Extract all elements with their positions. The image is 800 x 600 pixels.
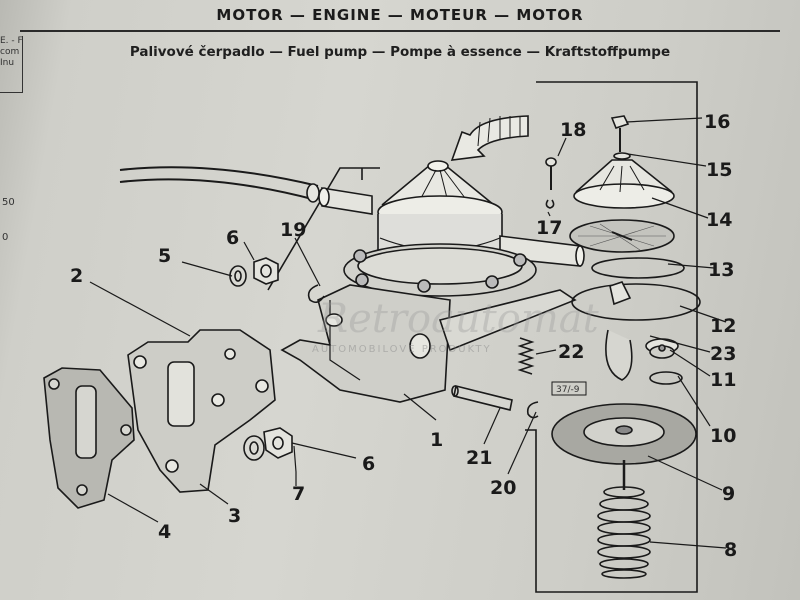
sidebar-line-2: com: [0, 47, 20, 57]
part-6-nut-upper: [253, 257, 279, 285]
part-number-5: 5: [158, 245, 171, 267]
part-number-8: 8: [724, 539, 737, 561]
part-number-21: 21: [466, 447, 492, 469]
sidebar-line-3: Inu: [0, 58, 15, 68]
part-number-13: 13: [708, 259, 734, 281]
part-number-23: 23: [710, 343, 736, 365]
sidebar-fragment: E. - F com Inu: [0, 36, 23, 93]
part-19-clip: [307, 284, 325, 304]
watermark: Retroautomat AUTOMOBILOVÉ PRODUKTY: [312, 296, 600, 355]
leader-lines: [89, 117, 727, 549]
rotation-arrow-icon: [450, 115, 529, 161]
part-number-16: 16: [704, 111, 730, 133]
watermark-subtitle: AUTOMOBILOVÉ PRODUKTY: [312, 342, 492, 355]
part-number-15: 15: [706, 159, 732, 181]
fuel-hose: [119, 166, 320, 203]
part-13-filter-screen: [569, 219, 675, 253]
part-number-6-upper: 6: [226, 227, 239, 249]
part-6-nut-lower: [263, 427, 293, 459]
page-subtitle: Palivové čerpadlo — Fuel pump — Pompe à …: [129, 44, 671, 60]
part-number-1: 1: [430, 429, 443, 451]
part-number-12: 12: [710, 315, 736, 337]
part-9-diaphragm: [551, 403, 697, 465]
part-number-14: 14: [706, 209, 732, 231]
sidebar-line-1: E. - F: [0, 36, 23, 46]
part-4-gasket: [43, 367, 135, 509]
margin-fragment-2: 0: [2, 232, 8, 243]
part-number-7: 7: [292, 483, 305, 505]
part-21-pin: [451, 385, 513, 411]
part-number-10: 10: [710, 425, 736, 447]
part-number-6-lower: 6: [362, 453, 375, 475]
part-number-22: 22: [558, 341, 584, 363]
part-15-washer: [613, 152, 631, 160]
part-22-spring: [517, 337, 535, 375]
part-13-gasket-ring: [591, 257, 685, 279]
small-label-box: [551, 381, 587, 396]
part-number-2: 2: [70, 265, 83, 287]
part-17-clip: [545, 199, 555, 209]
part-8-diaphragm-spring: [597, 460, 651, 579]
pump-group-frame: [267, 167, 380, 291]
part-number-labels: 1 2 3 4 5 6 6 7 8 9 10 11 12 13 14 15 16…: [70, 111, 737, 561]
part-number-17: 17: [536, 217, 562, 239]
part-20-circlip: [526, 401, 539, 419]
part-number-9: 9: [722, 483, 735, 505]
margin-fragment-1: 50: [2, 197, 15, 208]
part-number-11: 11: [710, 369, 736, 391]
part-18-screw: [545, 157, 557, 190]
small-label: 37/-9: [556, 385, 580, 395]
part-12-clamp-ring: [571, 281, 701, 381]
part-2-flange-plate: [127, 329, 276, 493]
part-number-18: 18: [560, 119, 586, 141]
part-number-3: 3: [228, 505, 241, 527]
right-group-frame: [525, 81, 698, 593]
part-10-o-ring: [649, 371, 683, 385]
part-number-19: 19: [280, 219, 306, 241]
watermark-logo: Retroautomat: [317, 296, 600, 342]
part-16-screw: [610, 115, 630, 152]
part-5-spring-washer: [229, 265, 247, 287]
header-rule: [20, 30, 780, 32]
part-7-washer: [243, 435, 265, 461]
part-14-top-cover: [573, 159, 675, 209]
part-number-4: 4: [158, 521, 171, 543]
part-number-20: 20: [490, 477, 516, 499]
pump-body: [280, 160, 585, 403]
page-title: MOTOR — ENGINE — MOTEUR — MOTOR: [216, 6, 584, 24]
